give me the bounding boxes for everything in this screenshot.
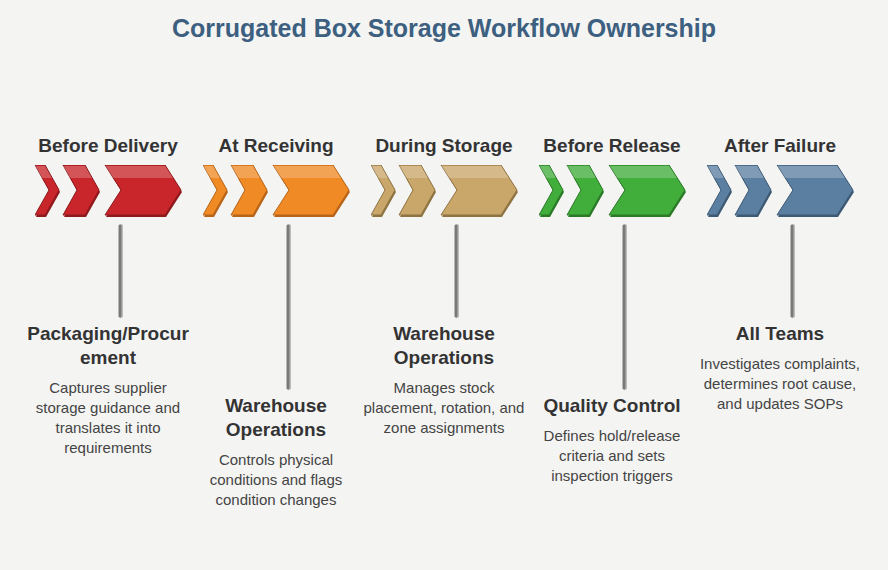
stage-heading: After Failure [695,134,865,158]
team-name: All Teams [695,322,865,346]
team-description: Defines hold/release criteria and sets i… [529,426,695,486]
chevron-arrows [203,165,351,219]
leader-line [191,90,361,560]
team-description: Captures supplier storage guidance and t… [25,378,191,458]
stage-heading: Before Release [527,134,697,158]
stage-node: At ReceivingWarehouse OperationsControls… [191,90,361,560]
chevron-arrows [371,165,519,219]
diagram-title: Corrugated Box Storage Workflow Ownershi… [0,14,888,43]
stage-node: During StorageWarehouse OperationsManage… [359,90,529,560]
chevron-arrows [707,165,855,219]
team-name: Quality Control [527,394,697,418]
team-name: Warehouse Operations [359,322,529,370]
stage-node: Before DeliveryPackaging/ProcurementCapt… [23,90,193,560]
stage-heading: Before Delivery [23,134,193,158]
team-description: Controls physical conditions and flags c… [193,450,359,510]
chevron-arrows [35,165,183,219]
stage-node: Before ReleaseQuality ControlDefines hol… [527,90,697,560]
stage-node: After FailureAll TeamsInvestigates compl… [695,90,865,560]
team-description: Manages stock placement, rotation, and z… [361,378,527,438]
team-name: Warehouse Operations [191,394,361,442]
leader-line [527,90,697,560]
team-name: Packaging/Procurement [23,322,193,370]
stage-heading: During Storage [359,134,529,158]
chevron-arrows [539,165,687,219]
team-description: Investigates complaints, determines root… [697,354,863,414]
stage-heading: At Receiving [191,134,361,158]
